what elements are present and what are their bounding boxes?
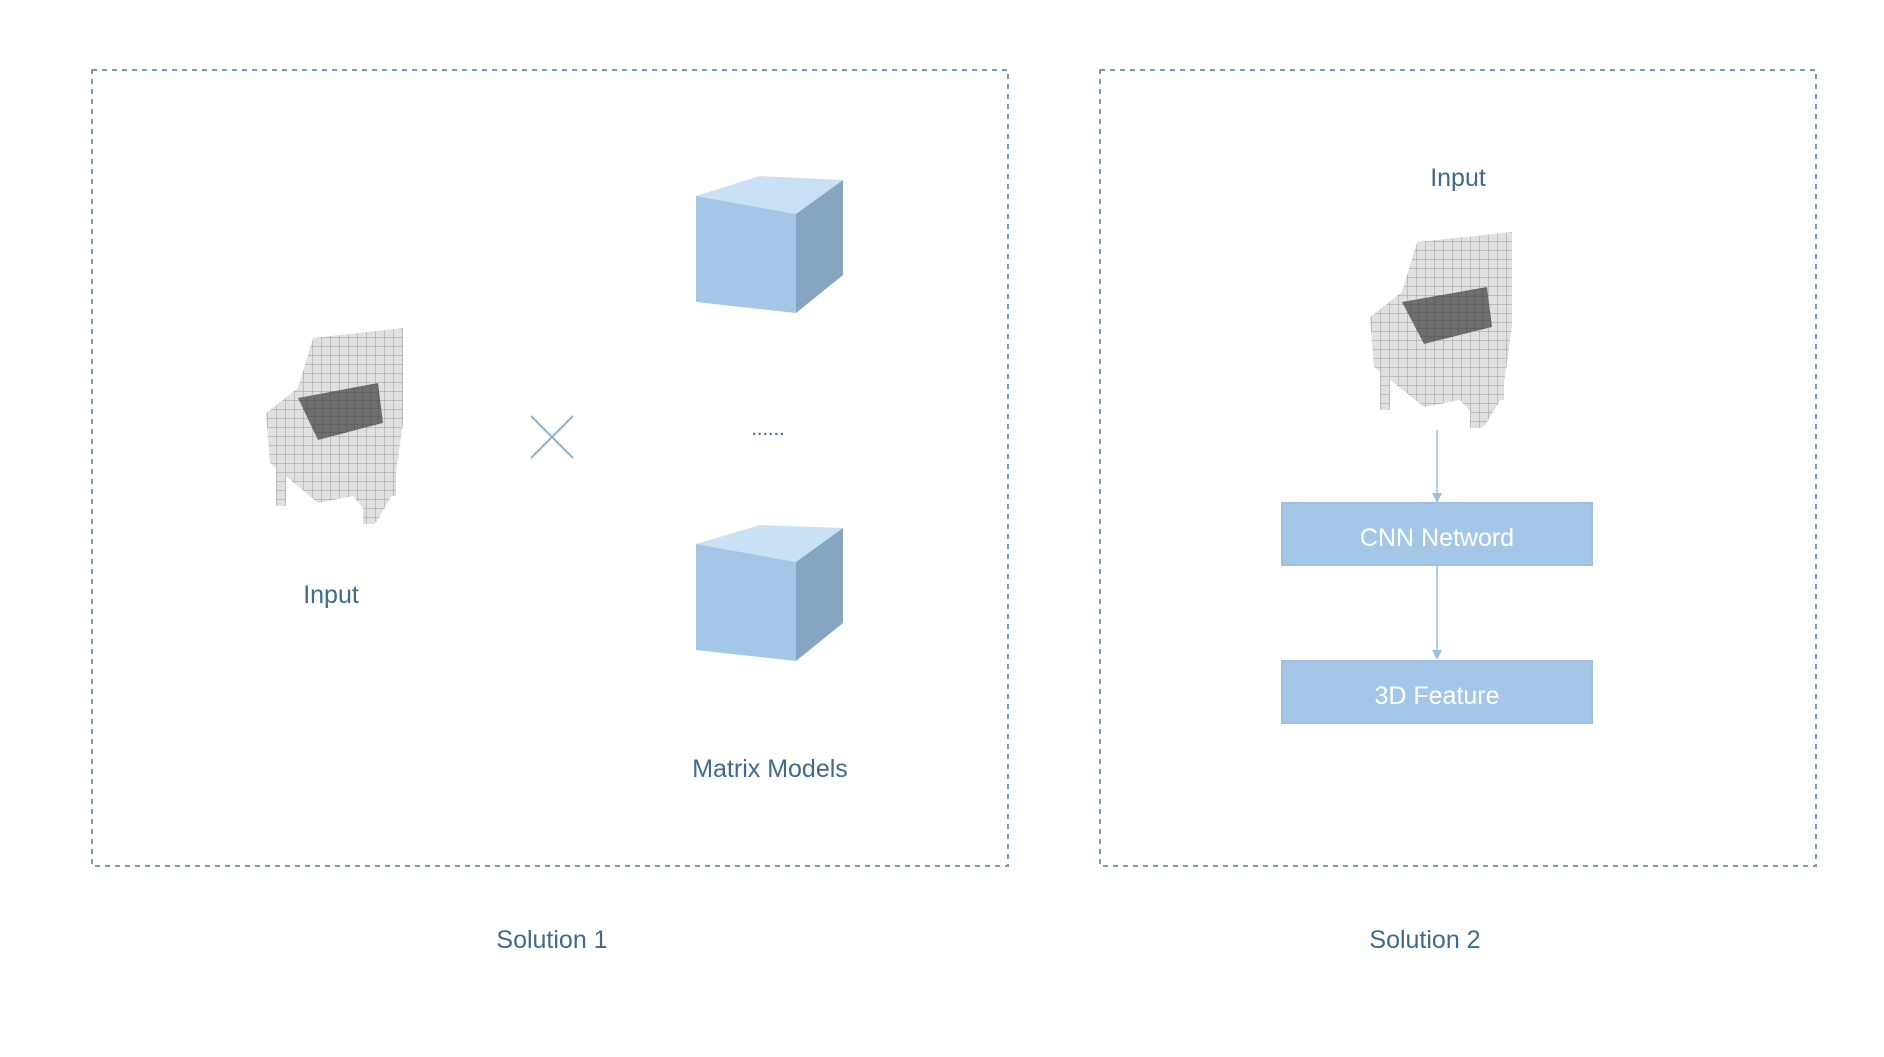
solution1-input-label: Input <box>303 581 359 609</box>
solution2-panel <box>1099 69 1817 867</box>
matrix-cube-top <box>696 176 843 313</box>
ellipsis: ...... <box>751 418 784 440</box>
multiply-icon <box>530 415 574 459</box>
voxel-chair-image <box>1370 232 1512 428</box>
solution2-input-label: Input <box>1430 164 1486 192</box>
voxel-chair-image <box>266 328 403 524</box>
3d-feature-box <box>1281 660 1593 724</box>
matrix-cube-bottom <box>696 525 843 661</box>
cnn-network-label: CNN Netword <box>1360 524 1514 552</box>
matrix-models-label: Matrix Models <box>692 755 848 783</box>
solution1-caption: Solution 1 <box>496 926 607 954</box>
cnn-network-box <box>1281 502 1593 566</box>
solution1-panel <box>91 69 1009 867</box>
solution2-caption: Solution 2 <box>1369 926 1480 954</box>
3d-feature-label: 3D Feature <box>1374 682 1499 710</box>
